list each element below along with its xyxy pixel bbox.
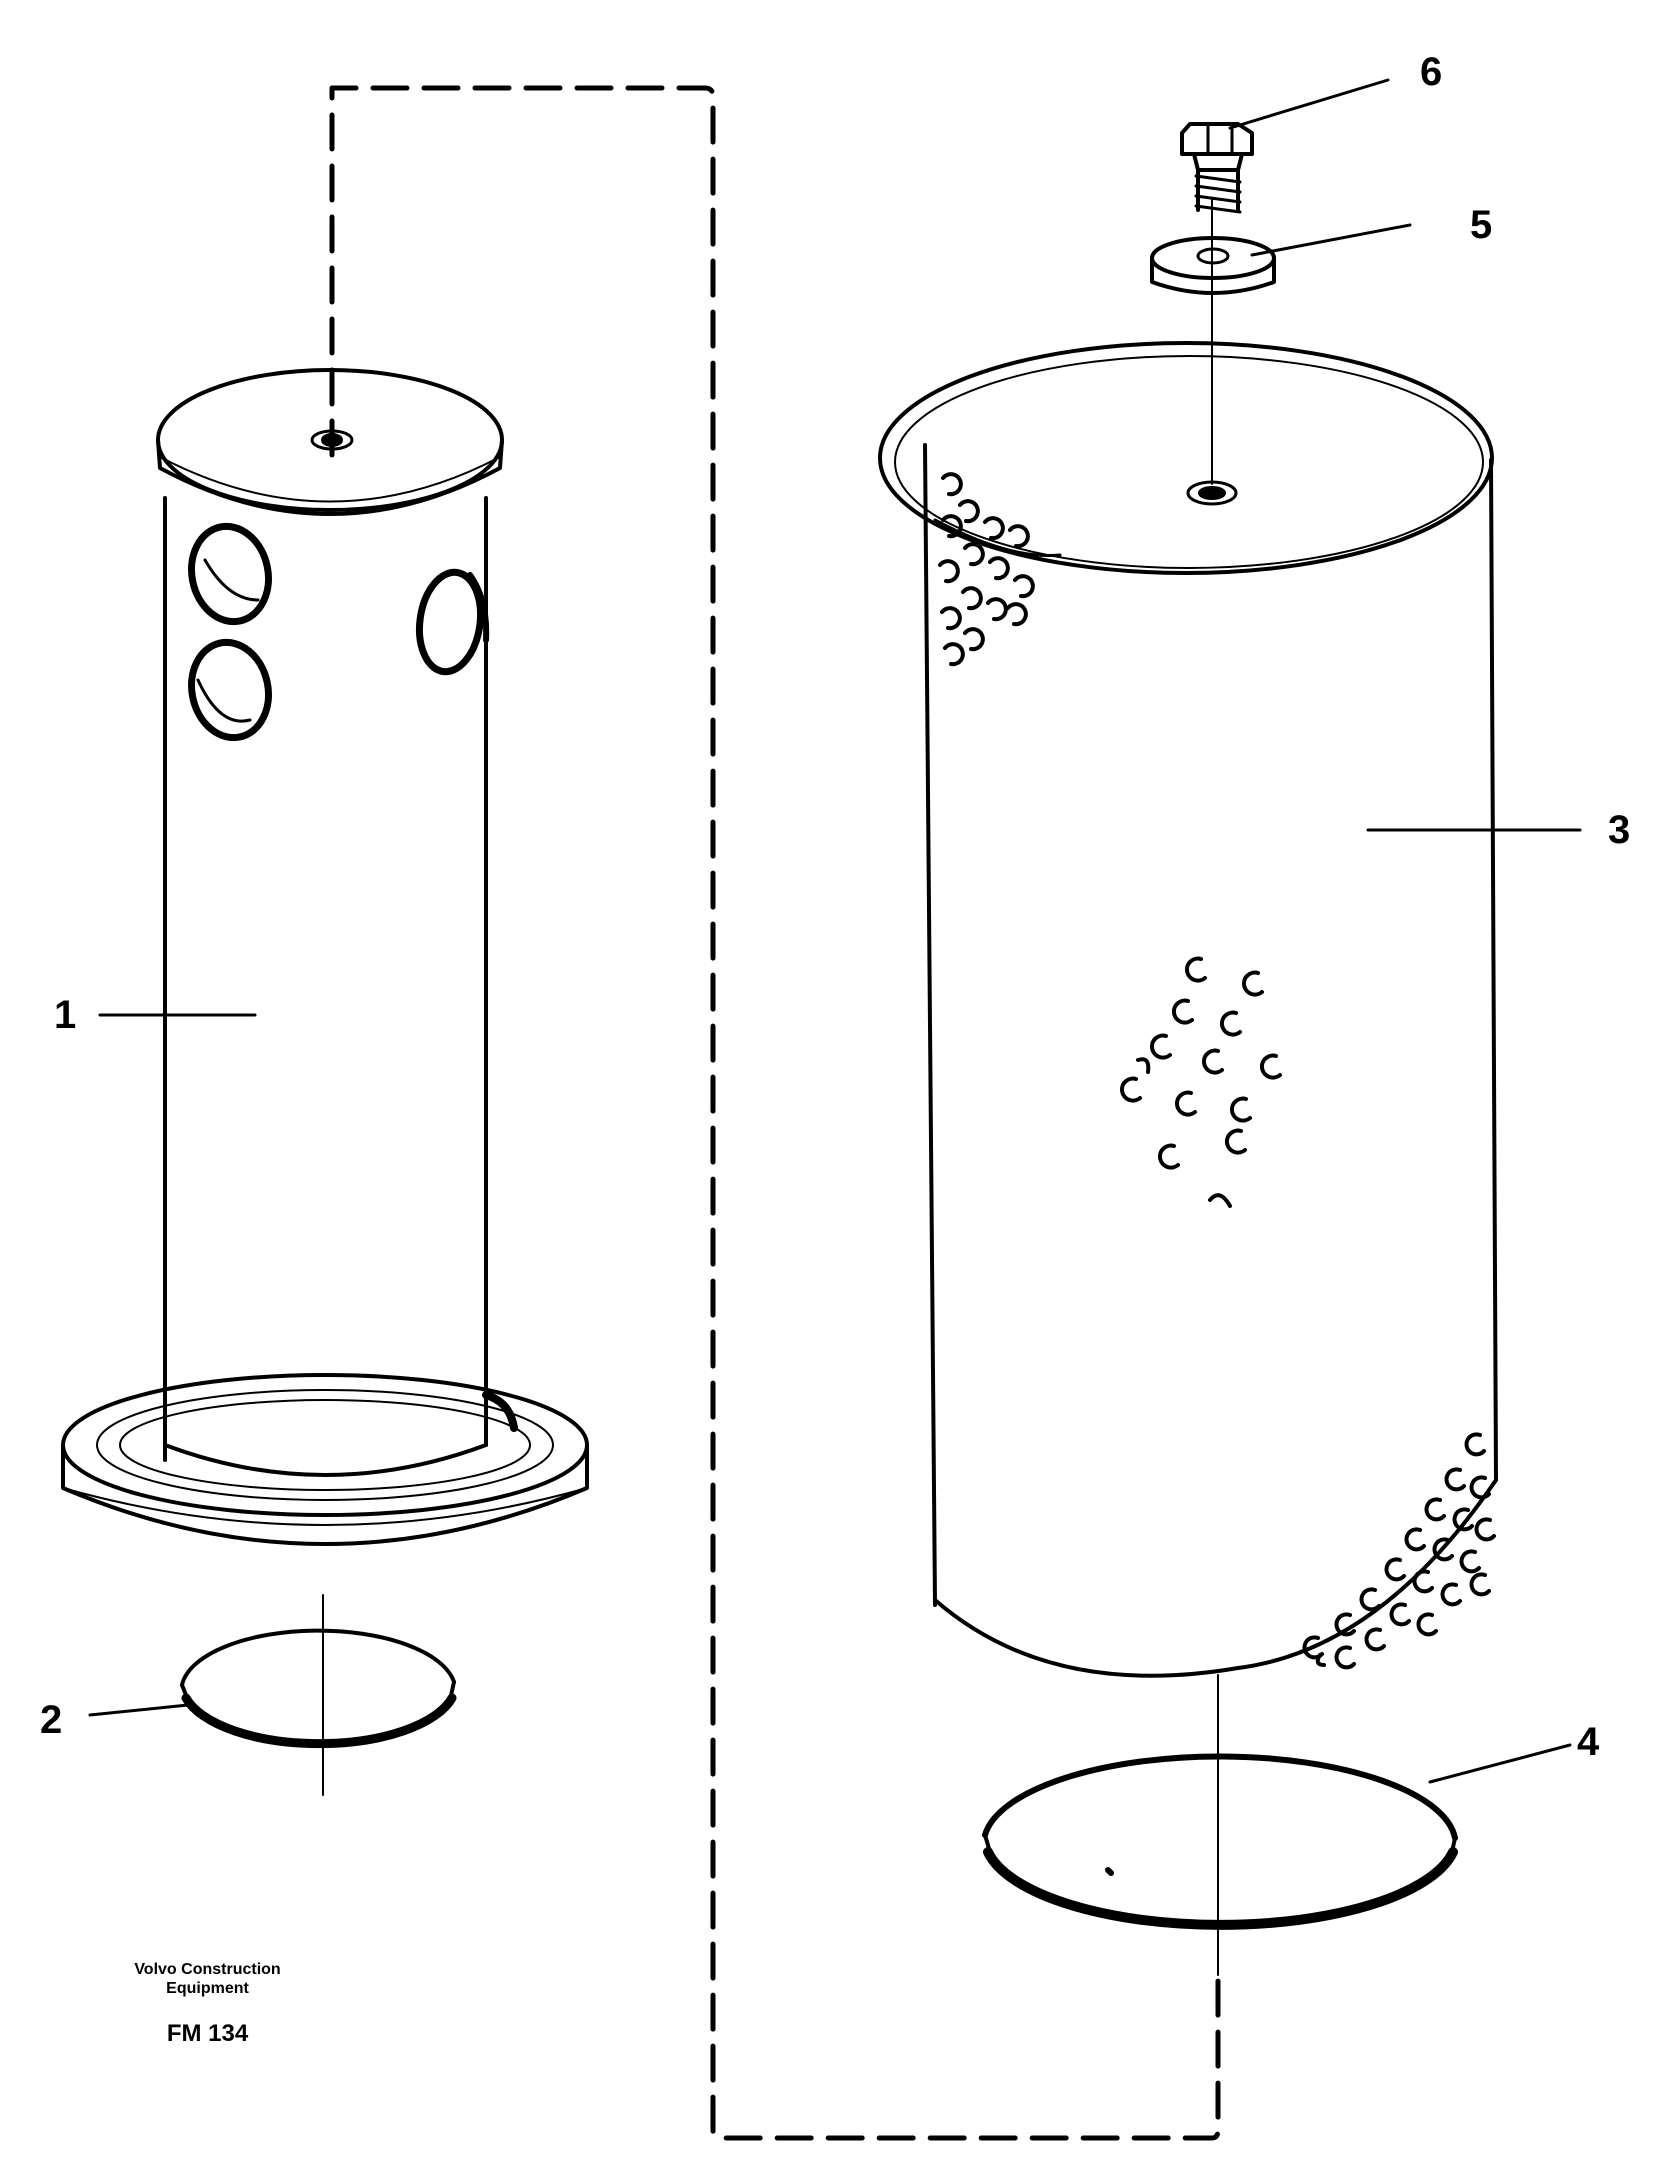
manufacturer-label-line-2: Equipment [166, 1980, 249, 1997]
leader-line-4 [1428, 1743, 1572, 1784]
part-1-centre-tube [61, 368, 589, 1546]
callout-number-4: 4 [1577, 1720, 1600, 1764]
part-2-small-o-ring [180, 1628, 457, 1749]
leader-line-5 [1250, 223, 1412, 257]
leader-line-2 [88, 1703, 190, 1717]
leader-line-6 [1228, 78, 1390, 130]
manufacturer-label-line-1: Volvo Construction [134, 1961, 281, 1978]
drawing-code: FM 134 [166, 2020, 249, 2047]
callout-number-1: 1 [54, 993, 77, 1037]
callout-number-6: 6 [1420, 50, 1443, 94]
part-3-filter-element [878, 341, 1498, 1678]
callout-number-3: 3 [1608, 808, 1631, 852]
assembly-dashed-bracket [329, 85, 1221, 2141]
part-4-large-o-ring [982, 1753, 1458, 1930]
manufacturer-label: Volvo Construction Equipment [100, 1960, 315, 1998]
callout-number-2: 2 [40, 1698, 63, 1742]
part-5-washer [1150, 236, 1276, 295]
part-6-bolt [1180, 122, 1254, 214]
callout-number-5: 5 [1470, 203, 1493, 247]
